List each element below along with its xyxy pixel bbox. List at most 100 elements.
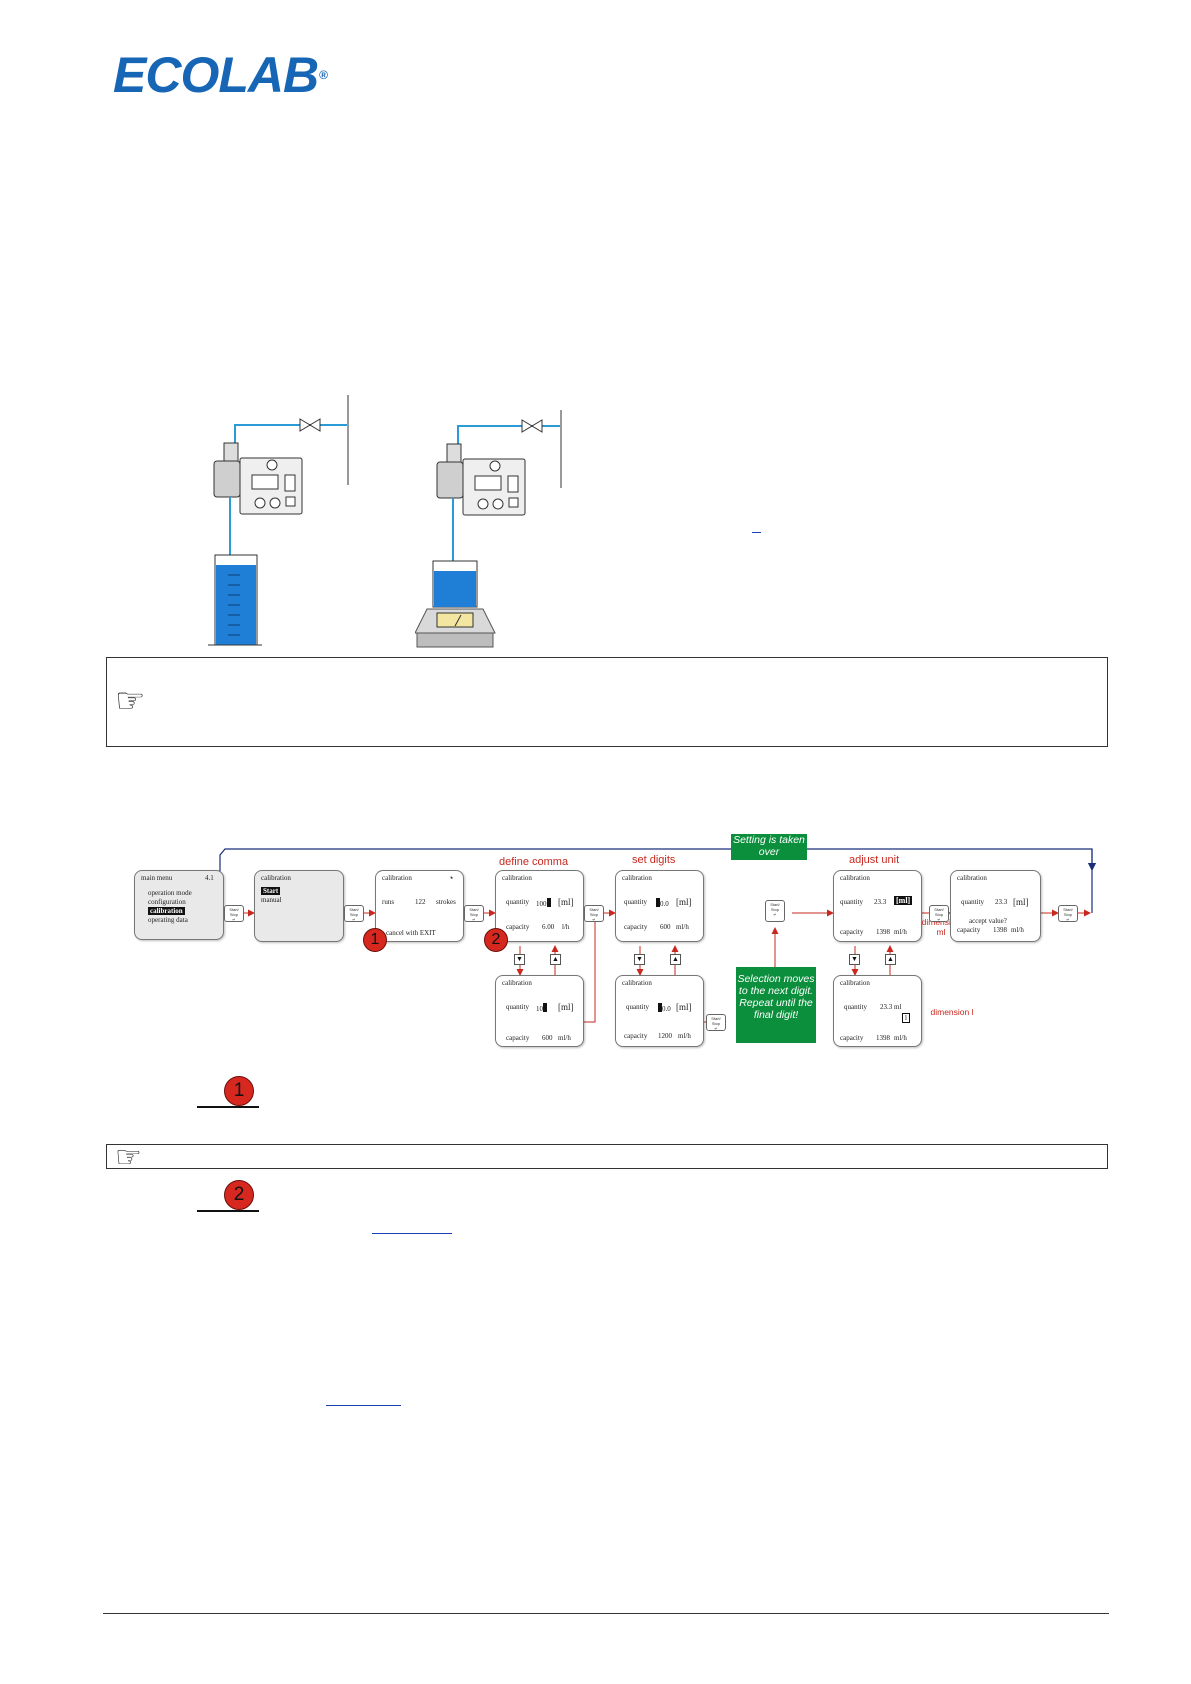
timer-icon: ◔ [448,873,454,883]
up-arrow-key: ▲ [670,954,681,965]
calibration-runs-screen: calibration ◔ runs 122 strokes cancel wi… [375,870,464,942]
accept-value-screen: calibration quantity 23.3 [ml] accept va… [950,870,1041,942]
unit: [ml] [676,897,692,907]
step-1-underline [197,1106,259,1108]
quantity-value: 10 [536,1003,547,1013]
step-2-underline [197,1210,259,1212]
cylinder-setup-illustration [208,395,349,646]
start-stop-key: Start/ Stop↵ [1058,905,1078,922]
capacity-unit: ml/h [894,928,907,936]
runs-unit: strokes [436,898,456,906]
menu-number: 4.1 [205,874,214,882]
logo-text: ECOLAB [113,47,319,103]
note-box: ☞ [106,657,1108,747]
runs-label: runs [382,898,395,906]
screen-title: calibration [382,874,412,882]
main-menu-screen: main menu 4.1 operation mode configurati… [134,870,224,940]
quantity-value: 0.0 [656,898,669,908]
capacity-label: capacity [840,928,864,936]
unit: [ml] [1013,897,1029,907]
capacity-label: capacity [506,1034,530,1042]
step-marker-1: 1 [363,928,387,952]
start-stop-key: Start/ Stop↵ [584,905,604,922]
screen-title: calibration [261,874,291,882]
main-menu-title: main menu [141,874,173,882]
start-stop-key: Start/ Stop↵ [224,905,244,922]
screen-title: calibration [840,874,870,882]
quantity-label: quantity [624,898,647,906]
runs-value: 122 [415,898,426,906]
start-stop-key: Start/ Stop↵ [344,905,364,922]
cancel-hint: cancel with EXIT [386,929,436,937]
reference-link[interactable] [372,1233,452,1234]
capacity-value: 600 [542,1034,553,1042]
capacity-unit: ml/h [894,1034,907,1042]
quantity-label: quantity [626,1003,649,1011]
quantity-label: quantity [844,1003,867,1011]
quantity-label: quantity [506,1003,529,1011]
note-box-small: ☞ [106,1141,1108,1174]
pointing-hand-icon: ☞ [115,1141,142,1174]
quantity-value: 0.0 [658,1003,671,1013]
start-option: Start [261,887,281,895]
menu-item-selected: calibration [148,907,185,915]
capacity-label: capacity [957,926,981,934]
down-arrow-key: ▼ [849,954,860,965]
capacity-label: capacity [624,1032,648,1040]
quantity-value: 23.3 [874,898,887,906]
define-comma-label: define comma [499,856,569,868]
registered-mark: ® [319,68,328,82]
screen-title: calibration [502,979,532,987]
capacity-label: capacity [506,923,530,931]
capacity-value: 1398 [876,1034,890,1042]
up-arrow-key: ▲ [550,954,561,965]
adjust-unit-screen: calibration quantity 23.3 [ml] capacity … [833,870,922,942]
capacity-unit: ml/h [558,1034,571,1042]
capacity-label: capacity [840,1034,864,1042]
capacity-unit: l/h [562,923,570,931]
quantity-label: quantity [961,898,984,906]
capacity-value: 6.00 [542,923,555,931]
screen-title: calibration [502,874,532,882]
adjust-unit-label: adjust unit [849,854,900,866]
dimension-ml-label: dimension ml [921,917,961,937]
define-comma-screen: calibration quantity 100 [ml] capacity 6… [495,870,584,942]
manual-option: manual [261,896,282,904]
menu-item: operating data [148,916,188,924]
start-stop-key: Start/ Stop↵ [464,905,484,922]
step-1-marker: 1 [224,1076,254,1106]
capacity-unit: ml/h [678,1032,691,1040]
link-marker[interactable] [752,532,761,533]
quantity-label: quantity [840,898,863,906]
calibration-flow-diagram: Setting is taken over main menu 4.1 oper… [130,830,1105,1060]
down-arrow-key: ▼ [634,954,645,965]
screen-title: calibration [840,979,870,987]
calibration-start-screen: calibration Start manual [254,870,344,942]
quantity-value: 100 [536,898,551,908]
screen-title: calibration [622,979,652,987]
menu-item: operation mode [148,889,192,897]
ecolab-logo: ECOLAB® [113,47,328,103]
step-marker-2: 2 [484,928,508,952]
dimension-l-label: dimension l [930,1007,974,1017]
capacity-value: 600 [660,923,671,931]
screen-title: calibration [957,874,987,882]
start-stop-key: Start/ Stop↵ [765,900,785,922]
capacity-value: 1398 [993,926,1007,934]
down-arrow-key: ▼ [514,954,525,965]
start-stop-key: Start/ Stop↵ [929,905,949,922]
capacity-value: 1398 [876,928,890,936]
scale-setup-illustration [415,410,562,648]
quantity-label: quantity [506,898,529,906]
reference-link[interactable] [326,1405,401,1406]
unit: [ml] [676,1002,692,1012]
screen-title: calibration [622,874,652,882]
capacity-value: 1200 [658,1032,672,1040]
step-2-marker: 2 [224,1180,254,1210]
capacity-label: capacity [624,923,648,931]
define-comma-screen-alt: calibration quantity 10 [ml] capacity 60… [495,975,584,1047]
set-digits-screen-alt: calibration quantity 0.0 [ml] capacity 1… [615,975,704,1047]
unit: [ml] [558,897,574,907]
accept-prompt: accept value? [969,917,1007,925]
footer-rule [103,1613,1109,1614]
